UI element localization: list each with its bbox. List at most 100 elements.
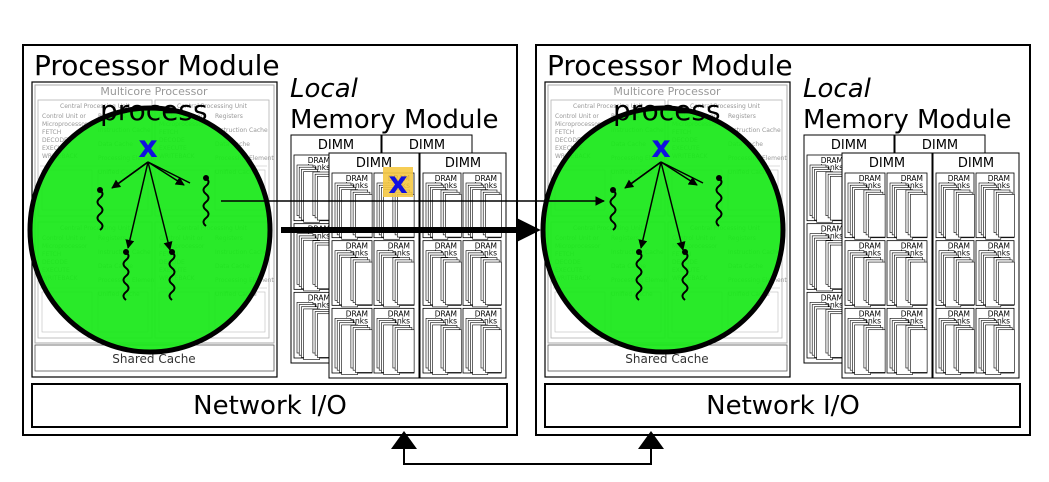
dram-bank-label: banks — [988, 249, 1010, 258]
migrated-marker: x — [383, 166, 413, 201]
thread-spawn-arrow — [125, 161, 149, 249]
thread-squiggle — [609, 189, 617, 231]
memory-module-title: Memory Module — [803, 105, 1012, 135]
dimm-module-front-right: DIMMDRAMbanksDRAMbanksDRAMbanksDRAMbanks… — [419, 152, 507, 379]
thread-spawn-arrow — [638, 161, 662, 249]
dram-bank-label: banks — [435, 316, 457, 325]
cpu-detail-label: Instruction Cache — [728, 127, 781, 134]
cpu-detail-label: Instruction Cache — [215, 127, 268, 134]
dram-bank-label: DRAM — [821, 225, 843, 234]
dram-bank-label: DRAM — [901, 309, 923, 318]
dram-bank-label: DRAM — [435, 242, 457, 251]
dram-bank-label: DRAM — [475, 174, 497, 183]
dram-bank-label: banks — [821, 232, 843, 241]
dram-bank-label: DRAM — [988, 242, 1010, 251]
dram-bank-label: DRAM — [901, 174, 923, 183]
dram-bank-label: banks — [821, 163, 843, 172]
dimm-module-front-left: DIMMDRAMbanksDRAMbanksDRAMbanksDRAMbanks… — [841, 152, 933, 379]
thread-squiggle — [202, 177, 210, 227]
network-link-line — [403, 447, 652, 465]
dram-chip — [485, 261, 502, 306]
dimm-label: DIMM — [869, 156, 905, 171]
network-link-arrow-right — [638, 431, 664, 449]
dram-bank-label: banks — [475, 181, 497, 190]
dram-bank-label: DRAM — [859, 242, 881, 251]
dram-bank-label: DRAM — [308, 293, 330, 302]
dram-chip — [396, 329, 415, 373]
dram-chip — [867, 329, 886, 373]
thread-squiggle — [122, 251, 130, 301]
cpu-detail-label: Microprocessor — [42, 121, 88, 128]
dram-chip — [867, 194, 886, 238]
dram-chip — [909, 329, 928, 373]
dram-bank-label: banks — [346, 249, 368, 258]
dimm-label: DIMM — [409, 138, 445, 153]
dram-bank-label: banks — [388, 316, 410, 325]
dram-bank-label: DRAM — [435, 174, 457, 183]
dram-bank-label: banks — [308, 163, 330, 172]
dram-bank-label: DRAM — [346, 174, 368, 183]
processor-module-title: Processor Module — [34, 49, 280, 82]
dram-chip — [909, 261, 928, 306]
migrated-marker-text: x — [388, 166, 407, 201]
dram-bank-label: banks — [859, 316, 881, 325]
process-ellipse — [27, 105, 273, 355]
dimm-label: DIMM — [445, 156, 481, 171]
dram-bank-label: DRAM — [948, 174, 970, 183]
dram-chip — [958, 194, 975, 238]
network-io-box — [544, 383, 1021, 428]
network-io-box — [31, 383, 508, 428]
cpu-detail-label: EXECUTE — [555, 145, 583, 152]
dram-chip — [354, 194, 373, 238]
thread-group — [609, 161, 723, 301]
dram-bank-label: DRAM — [346, 309, 368, 318]
network-io-label: Network I/O — [706, 391, 860, 421]
cpu-detail-label: Registers — [215, 113, 243, 120]
dram-bank-label: banks — [308, 232, 330, 241]
dram-bank-label: DRAM — [859, 174, 881, 183]
dram-bank-label: banks — [901, 249, 923, 258]
dram-chip — [445, 194, 462, 238]
dram-bank-label: banks — [346, 181, 368, 190]
dram-chip — [998, 261, 1015, 306]
dram-chip — [867, 261, 886, 306]
cpu-unit-label: Central Processing Unit — [60, 103, 131, 110]
dram-chip — [396, 261, 415, 306]
dram-chip — [958, 329, 975, 373]
dram-bank-label: banks — [308, 300, 330, 309]
dram-chip — [909, 194, 928, 238]
network-io-label: Network I/O — [193, 391, 347, 421]
thread-squiggle — [96, 189, 104, 231]
dram-bank-label: DRAM — [388, 309, 410, 318]
cpu-detail-label: FETCH — [42, 129, 61, 136]
cpu-unit-label: Central Processing Unit — [573, 103, 644, 110]
dram-bank-label: DRAM — [821, 156, 843, 165]
cpu-detail-label: Control Unit or — [555, 113, 599, 120]
dram-chip — [354, 261, 373, 306]
dimm-label: DIMM — [318, 138, 354, 153]
dram-bank-label: banks — [435, 249, 457, 258]
process-marker: x — [138, 130, 157, 165]
migration-arrows: x — [221, 166, 605, 242]
